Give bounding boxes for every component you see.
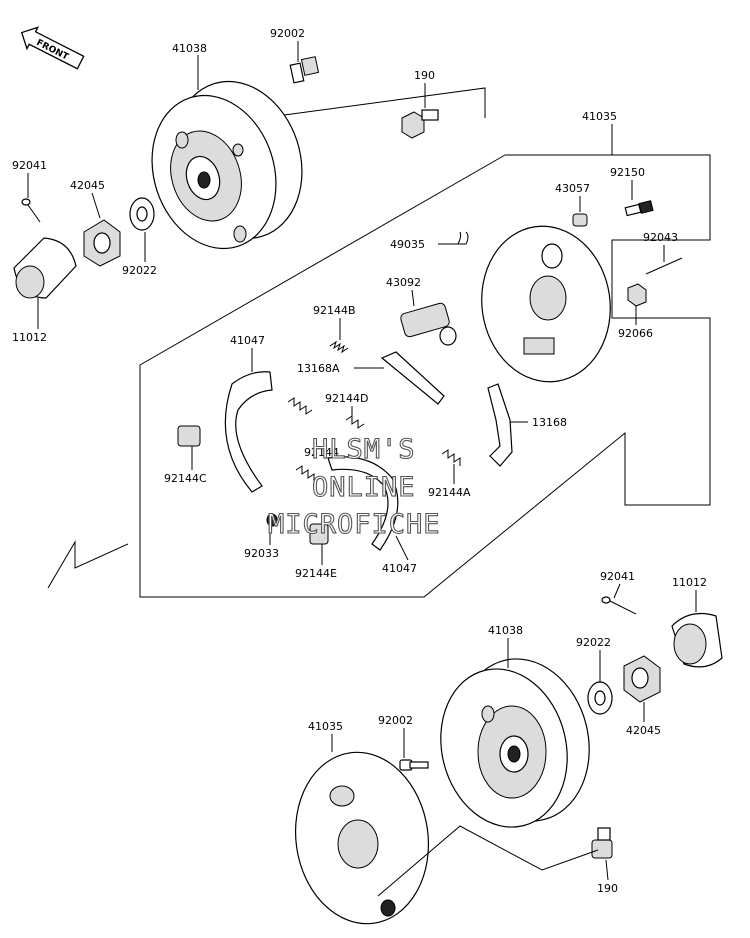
clip-92144E <box>309 523 329 545</box>
brake-drum-top <box>151 80 303 250</box>
castle-nut-left <box>83 219 121 267</box>
label-92066: 92066 <box>618 327 653 340</box>
label-92150: 92150 <box>610 166 645 179</box>
washer-right <box>587 681 613 715</box>
label-92002-top: 92002 <box>270 27 305 40</box>
label-190-top: 190 <box>414 69 435 82</box>
label-92144E: 92144E <box>295 567 337 580</box>
nut-92066 <box>627 283 647 307</box>
leader-lines <box>27 41 697 897</box>
watermark-line-3: MICROFICHE <box>268 509 441 540</box>
washer-left <box>129 197 155 231</box>
cotter-pin-right <box>601 596 637 615</box>
label-92144D: 92144D <box>325 392 368 405</box>
adjuster-13168 <box>487 383 513 467</box>
watermark-line-2: ONLINE <box>312 472 416 503</box>
cotter-pin-left <box>21 198 41 223</box>
front-arrow: FRONT <box>20 26 85 70</box>
clip-92144C <box>177 425 201 447</box>
label-92144A: 92144A <box>428 486 471 499</box>
bolt-92150 <box>624 200 654 217</box>
watermark: HLSM'S ONLINE MICROFICHE <box>267 433 441 540</box>
spring-92144A <box>441 449 461 466</box>
part-labels: 41038 92002 190 41035 92041 42045 92022 … <box>12 27 707 895</box>
label-41038-bottom: 41038 <box>488 624 523 637</box>
label-92002-bottom: 92002 <box>378 714 413 727</box>
pin-92033 <box>266 513 278 527</box>
backing-plate-bottom <box>294 751 430 925</box>
label-92043: 92043 <box>643 231 678 244</box>
label-11012-left: 11012 <box>12 331 47 344</box>
label-11012-right: 11012 <box>672 576 707 589</box>
bolt-92002-bottom <box>399 759 429 771</box>
label-42045-left: 42045 <box>70 179 105 192</box>
label-92022-left: 92022 <box>122 264 157 277</box>
pin-92043 <box>645 257 683 275</box>
wheel-cylinder-43092 <box>400 302 457 346</box>
label-92144C: 92144C <box>164 472 207 485</box>
label-92033: 92033 <box>244 547 279 560</box>
label-13168A: 13168A <box>297 362 340 375</box>
spring-92144B <box>329 340 349 354</box>
label-190-bottom: 190 <box>597 882 618 895</box>
castle-nut-right <box>623 655 661 703</box>
spring-92144 <box>295 465 321 483</box>
grease-cap-left <box>13 237 77 299</box>
label-92022-right: 92022 <box>576 636 611 649</box>
spring-49035 <box>446 231 469 245</box>
label-41038-top: 41038 <box>172 42 207 55</box>
assembly-frame <box>47 87 711 598</box>
spring-92144D <box>287 397 365 429</box>
label-43092: 43092 <box>386 276 421 289</box>
lever-13168A <box>380 351 445 405</box>
bolt-190-top <box>401 109 439 139</box>
brake-shoe-left-41047 <box>224 371 273 493</box>
label-92144B: 92144B <box>313 304 356 317</box>
backing-plate-top <box>481 225 611 383</box>
label-49035: 49035 <box>390 238 425 251</box>
bleeder-43057 <box>572 213 588 227</box>
bolt-190-bottom <box>591 827 613 859</box>
watermark-line-1: HLSM'S <box>312 434 416 465</box>
bolt-92002-top <box>289 56 320 84</box>
brake-drum-bottom <box>440 658 590 828</box>
label-92041-right: 92041 <box>600 570 635 583</box>
label-41035-top: 41035 <box>582 110 617 123</box>
grease-cap-right <box>671 613 723 668</box>
label-92041-left: 92041 <box>12 159 47 172</box>
label-42045-right: 42045 <box>626 724 661 737</box>
label-92144: 92144 <box>304 446 339 459</box>
label-43057: 43057 <box>555 182 590 195</box>
label-41047-left: 41047 <box>230 334 265 347</box>
brake-shoe-right-41047 <box>327 456 399 551</box>
label-41035-bottom: 41035 <box>308 720 343 733</box>
label-41047-bottom: 41047 <box>382 562 417 575</box>
label-13168: 13168 <box>532 416 567 429</box>
